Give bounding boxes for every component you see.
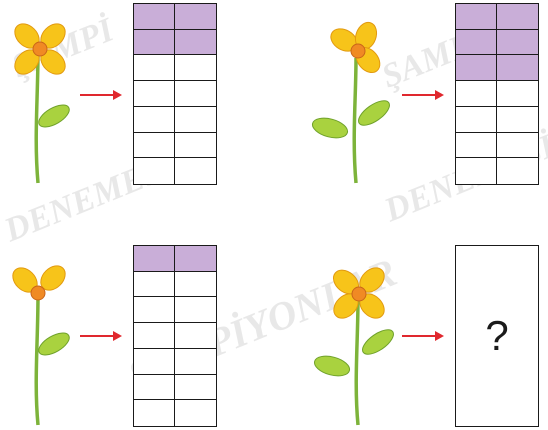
grid-cell-filled: [497, 55, 538, 81]
arrow-icon: [80, 329, 122, 343]
grid-cell-empty: [134, 55, 175, 81]
flower-icon-3-petals: [310, 18, 400, 186]
arrow-icon: [402, 88, 444, 102]
grid-cell-filled: [175, 246, 216, 272]
grid-cell-empty: [175, 323, 216, 349]
grid-cell-filled: [134, 246, 175, 272]
grid-cell-empty: [175, 107, 216, 133]
grid-cell-empty: [175, 81, 216, 107]
grid-cell-empty: [175, 400, 216, 426]
grid-cell-filled: [134, 4, 175, 30]
flower-icon-4-petals: [310, 262, 400, 428]
grid-cell-empty: [134, 272, 175, 298]
grid-cell-filled: [134, 30, 175, 56]
grid-cell-empty: [175, 55, 216, 81]
answer-box: ?: [455, 245, 539, 427]
fraction-grid: [133, 245, 217, 427]
arrow-icon: [402, 329, 444, 343]
grid-cell-empty: [456, 133, 497, 159]
grid-cell-empty: [134, 107, 175, 133]
grid-cell-filled: [497, 30, 538, 56]
grid-cell-empty: [134, 297, 175, 323]
grid-cell-empty: [175, 272, 216, 298]
flower-icon-2-petals: [8, 262, 78, 428]
question-mark: ?: [485, 315, 508, 357]
grid-cell-empty: [456, 158, 497, 184]
arrow-icon: [80, 88, 122, 102]
fraction-grid: [455, 3, 539, 185]
grid-cell-empty: [497, 133, 538, 159]
grid-cell-filled: [456, 55, 497, 81]
fraction-grid: [133, 3, 217, 185]
grid-cell-filled: [456, 4, 497, 30]
grid-cell-empty: [175, 133, 216, 159]
grid-cell-empty: [456, 81, 497, 107]
flower-icon-4-petals: [8, 18, 78, 186]
grid-cell-empty: [175, 158, 216, 184]
grid-cell-empty: [497, 107, 538, 133]
grid-cell-empty: [134, 158, 175, 184]
grid-cell-filled: [175, 4, 216, 30]
grid-cell-empty: [497, 158, 538, 184]
grid-cell-filled: [175, 30, 216, 56]
grid-cell-filled: [456, 30, 497, 56]
grid-cell-empty: [134, 349, 175, 375]
grid-cell-empty: [134, 375, 175, 401]
grid-cell-empty: [134, 323, 175, 349]
grid-cell-empty: [134, 81, 175, 107]
grid-cell-empty: [175, 349, 216, 375]
grid-cell-filled: [497, 4, 538, 30]
grid-cell-empty: [134, 133, 175, 159]
grid-cell-empty: [175, 297, 216, 323]
grid-cell-empty: [456, 107, 497, 133]
grid-cell-empty: [497, 81, 538, 107]
grid-cell-empty: [175, 375, 216, 401]
grid-cell-empty: [134, 400, 175, 426]
